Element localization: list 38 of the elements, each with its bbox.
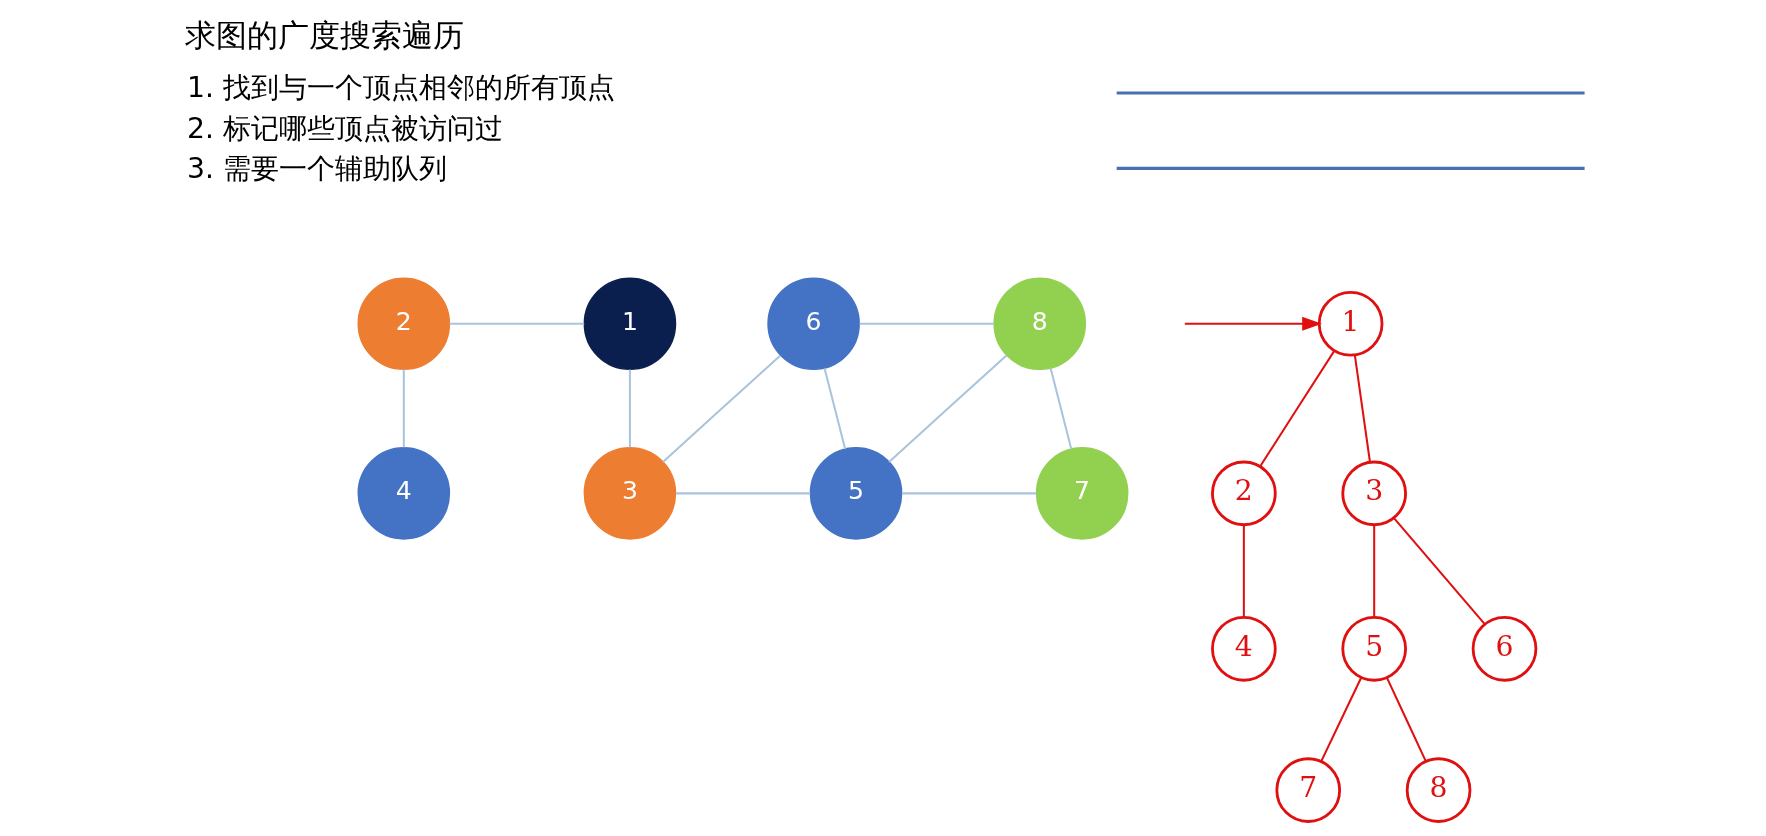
node-circle: 1 xyxy=(1317,290,1383,357)
connector xyxy=(449,322,584,325)
node-circle: 2 xyxy=(357,277,450,371)
node-circle: 1 xyxy=(583,277,676,371)
connector xyxy=(1372,525,1375,618)
connector xyxy=(1242,525,1245,618)
connector xyxy=(901,492,1036,495)
connector xyxy=(661,354,781,463)
label: 1. 找到与一个顶点相邻的所有顶点 xyxy=(186,70,615,104)
label: 2. 标记哪些顶点被访问过 xyxy=(186,111,503,145)
node-circle: 5 xyxy=(809,447,902,540)
connector xyxy=(1392,517,1485,625)
arrow xyxy=(1184,316,1322,331)
connector xyxy=(887,354,1007,463)
connector xyxy=(1319,677,1362,762)
node-circle: 3 xyxy=(1340,460,1407,527)
node-circle: 2 xyxy=(1210,460,1277,527)
connector xyxy=(823,367,846,450)
node-circle: 8 xyxy=(992,277,1086,371)
connector xyxy=(1259,350,1335,467)
node-circle: 4 xyxy=(357,447,450,540)
connector xyxy=(1385,677,1427,762)
node-circle: 6 xyxy=(766,277,860,371)
connector xyxy=(675,492,810,495)
node-circle: 6 xyxy=(1471,616,1537,682)
connector xyxy=(1353,354,1371,462)
connector xyxy=(1049,367,1072,450)
node-circle: 7 xyxy=(1274,757,1341,823)
node-circle: 5 xyxy=(1340,616,1407,682)
node-circle: 7 xyxy=(1035,447,1128,540)
diagram-title: 求图的广度搜索遍历 xyxy=(184,16,464,53)
node-circle: 3 xyxy=(583,447,676,540)
connector xyxy=(628,369,631,448)
connector xyxy=(859,322,994,325)
label: 3. 需要一个辅助队列 xyxy=(186,152,447,186)
node-circle: 4 xyxy=(1210,616,1277,682)
node-circle: 8 xyxy=(1405,757,1471,823)
connector xyxy=(402,369,405,448)
